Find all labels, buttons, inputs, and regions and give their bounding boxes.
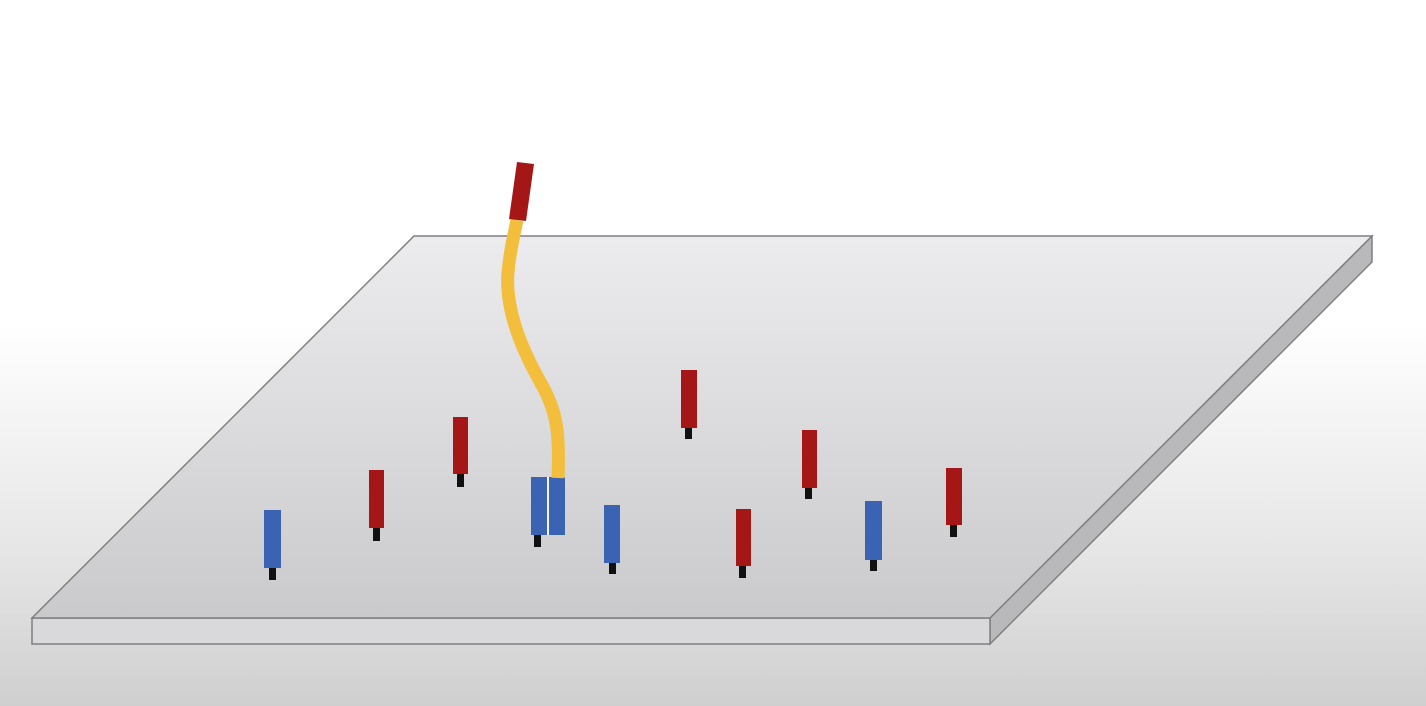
red-strand [453,417,468,487]
blue-strand [264,510,281,580]
red-strand [802,430,817,499]
red-strand [369,470,384,541]
red-strand [946,468,962,537]
red-strand [736,509,751,578]
linker-red-tip [509,162,534,221]
red-strand [681,370,697,439]
plate-top-surface [30,235,1374,619]
blue-strand-pair [531,477,565,547]
yellow-linker [501,218,565,479]
blue-strand [604,505,620,574]
plate-front-face [31,617,991,645]
blue-strand [865,501,882,571]
